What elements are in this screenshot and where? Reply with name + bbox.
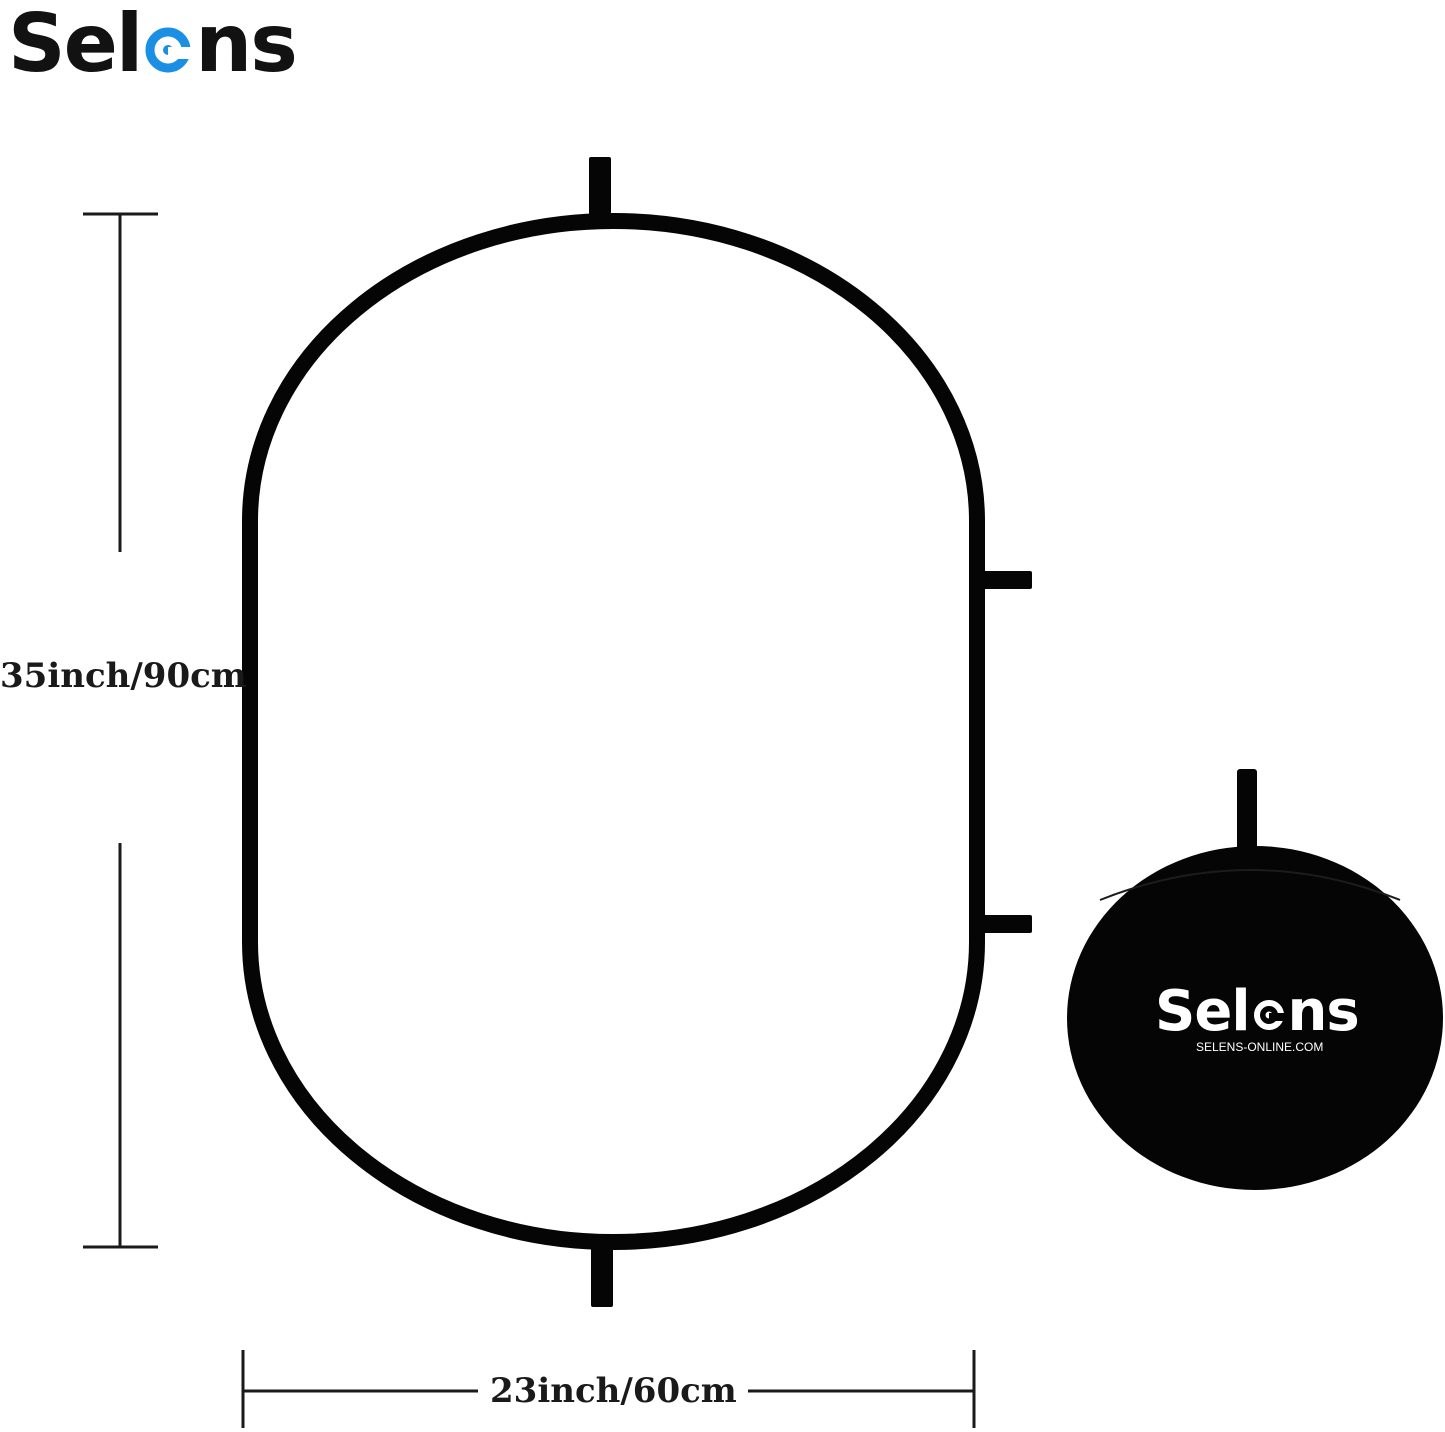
top-handle-tab	[589, 157, 611, 229]
carry-bag-handle	[1237, 769, 1257, 853]
bag-logo-o-icon	[1253, 981, 1286, 1030]
right-upper-tab	[970, 571, 1032, 589]
logo-text-left: Sel	[8, 0, 143, 90]
height-dimension-label: 35inch/90cm	[0, 656, 247, 696]
logo-o-icon	[145, 4, 193, 73]
height-dimension-line	[83, 212, 158, 1249]
bag-logo-text-left: Sel	[1155, 979, 1251, 1044]
panel-tabs	[589, 157, 1032, 1307]
backdrop-panel-frame	[242, 213, 985, 1250]
width-dimension-label: 23inch/60cm	[490, 1371, 737, 1411]
logo-text-right: ns	[195, 0, 298, 90]
bag-logo-text-right: ns	[1287, 979, 1360, 1044]
width-dimension-line	[241, 1350, 976, 1428]
right-lower-tab	[970, 915, 1032, 933]
carry-bag-seam	[1099, 869, 1401, 901]
bottom-handle-tab	[591, 1235, 613, 1307]
carry-bag-url: SELENS-ONLINE.COM	[1196, 1040, 1324, 1054]
